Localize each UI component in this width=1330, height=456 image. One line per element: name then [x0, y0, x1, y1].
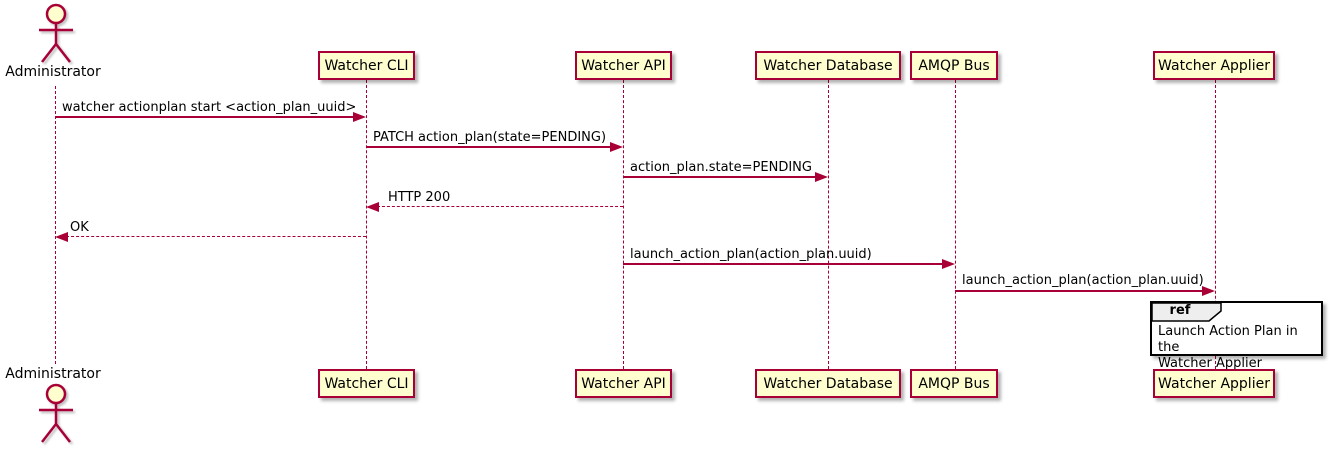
- arrowhead-icon: [942, 259, 955, 269]
- participant-label: Watcher Applier: [1158, 375, 1270, 392]
- arrowhead-icon: [366, 202, 379, 212]
- message-line: [955, 290, 1204, 292]
- participant-watcher-cli-top: Watcher CLI: [318, 51, 415, 80]
- participant-watcher-cli-bottom: Watcher CLI: [318, 369, 415, 398]
- actor-name-top: Administrator: [5, 64, 101, 80]
- message-label: watcher actionplan start <action_plan_uu…: [62, 100, 357, 115]
- actor-icon: [34, 2, 78, 68]
- arrowhead-icon: [610, 142, 623, 152]
- participant-watcher-applier-top: Watcher Applier: [1153, 51, 1275, 80]
- participant-label: AMQP Bus: [918, 57, 990, 74]
- message-line: [377, 206, 623, 207]
- participant-watcher-database-top: Watcher Database: [755, 51, 901, 80]
- participant-label: AMQP Bus: [918, 375, 990, 392]
- message-line: [623, 263, 944, 265]
- lifeline-watcher-cli: [366, 80, 367, 369]
- ref-fragment: ref Launch Action Plan in the Watcher Ap…: [1150, 301, 1323, 371]
- arrowhead-icon: [55, 232, 68, 242]
- participant-label: Watcher CLI: [324, 375, 409, 392]
- participant-watcher-database-bottom: Watcher Database: [755, 369, 901, 398]
- ref-header: ref: [1151, 302, 1225, 322]
- participant-watcher-api-bottom: Watcher API: [575, 369, 672, 398]
- actor-name-bottom: Administrator: [5, 366, 101, 382]
- message-label: PATCH action_plan(state=PENDING): [373, 130, 607, 145]
- participant-label: Watcher API: [581, 57, 666, 74]
- arrowhead-icon: [1202, 286, 1215, 296]
- message-line: [623, 176, 817, 178]
- message-label: launch_action_plan(action_plan.uuid): [630, 247, 872, 262]
- message-label: launch_action_plan(action_plan.uuid): [962, 273, 1204, 288]
- participant-label: Watcher Database: [763, 375, 893, 392]
- lifeline-watcher-api: [623, 80, 624, 369]
- participant-amqp-bus-bottom: AMQP Bus: [910, 369, 998, 398]
- ref-text: Launch Action Plan in the Watcher Applie…: [1158, 324, 1321, 372]
- participant-label: Watcher Applier: [1158, 57, 1270, 74]
- message-label: HTTP 200: [388, 190, 451, 205]
- ref-keyword: ref: [1169, 303, 1191, 318]
- participant-label: Watcher CLI: [324, 57, 409, 74]
- ref-text-line1: Launch Action Plan in the: [1158, 324, 1298, 355]
- message-line: [366, 146, 612, 148]
- lifeline-watcher-database: [828, 80, 829, 369]
- arrowhead-icon: [353, 112, 366, 122]
- lifeline-watcher-applier: [1215, 80, 1216, 369]
- participant-amqp-bus-top: AMQP Bus: [910, 51, 998, 80]
- arrowhead-icon: [815, 172, 828, 182]
- lifeline-amqp-bus: [955, 80, 956, 369]
- message-line: [55, 116, 355, 118]
- ref-text-line2: Watcher Applier: [1158, 356, 1262, 371]
- participant-label: Watcher Database: [763, 57, 893, 74]
- participant-watcher-api-top: Watcher API: [575, 51, 672, 80]
- participant-watcher-applier-bottom: Watcher Applier: [1153, 369, 1275, 398]
- message-line: [66, 236, 366, 237]
- message-label: OK: [70, 220, 89, 235]
- participant-label: Watcher API: [581, 375, 666, 392]
- message-label: action_plan.state=PENDING: [630, 160, 812, 175]
- actor-icon: [34, 382, 78, 448]
- lifeline-administrator: [55, 86, 56, 364]
